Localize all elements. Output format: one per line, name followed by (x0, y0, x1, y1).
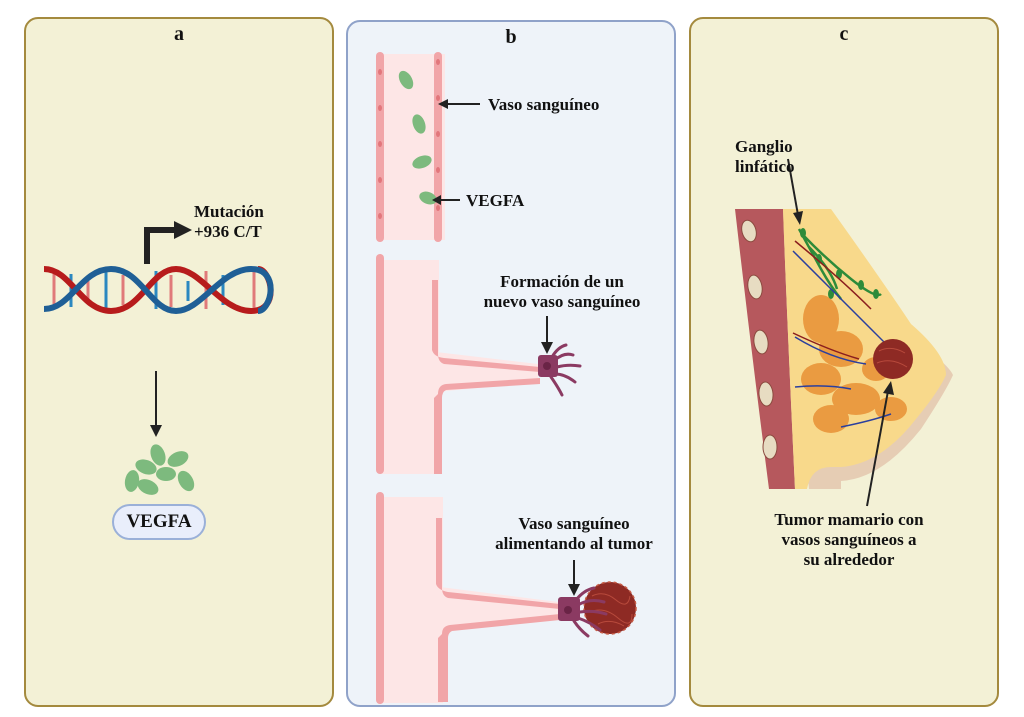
feeding-line-1: Vaso sanguíneo (518, 514, 630, 533)
mutation-line-2: +936 C/T (194, 222, 262, 241)
mutation-line-1: Mutación (194, 202, 264, 221)
new-vessel-line-1: Formación de un (500, 272, 624, 291)
blood-vessel-diagram (376, 52, 637, 704)
tumor-line-1: Tumor mamario con (774, 510, 924, 529)
feeding-line-2: alimentando al tumor (495, 534, 653, 553)
tumor-line-2: vasos sanguíneos a (781, 530, 917, 549)
new-vessel-label: Formación de un nuevo vaso sanguíneo (464, 272, 660, 312)
new-vessel-line-2: nuevo vaso sanguíneo (483, 292, 641, 311)
feeding-vessel-label: Vaso sanguíneo alimentando al tumor (476, 514, 672, 554)
vegfa-badge: VEGFA (112, 504, 206, 540)
breast-tumor-icon (873, 339, 913, 379)
dna-helix-icon (43, 221, 274, 495)
panel-b: b (346, 20, 676, 707)
panel-a: a (24, 17, 334, 707)
tumor-label: Tumor mamario con vasos sanguíneos a su … (749, 510, 949, 570)
tip-cell-icon (538, 343, 582, 397)
tumor-line-3: su alrededor (803, 550, 895, 569)
lymph-line-2: linfático (735, 157, 795, 176)
lymph-line-1: Ganglio (735, 137, 793, 156)
panel-b-label: b (505, 26, 517, 48)
protein-cluster-icon (124, 444, 195, 495)
tumor-vessel-icon (376, 492, 637, 704)
mutation-label: Mutación +936 C/T (194, 202, 264, 242)
blood-vessel-icon (376, 52, 445, 242)
lymph-node-label: Ganglio linfático (735, 137, 795, 177)
promoter-arrow-icon (144, 227, 176, 264)
breast-anatomy-icon (735, 158, 953, 507)
panel-c: c (689, 17, 999, 707)
panel-c-label: c (839, 23, 849, 45)
sprouting-vessel-icon (376, 254, 582, 474)
vessel-label: Vaso sanguíneo (488, 95, 600, 114)
panel-a-label: a (174, 23, 184, 45)
vegfa-label: VEGFA (466, 191, 525, 210)
tumor-icon (584, 582, 636, 634)
